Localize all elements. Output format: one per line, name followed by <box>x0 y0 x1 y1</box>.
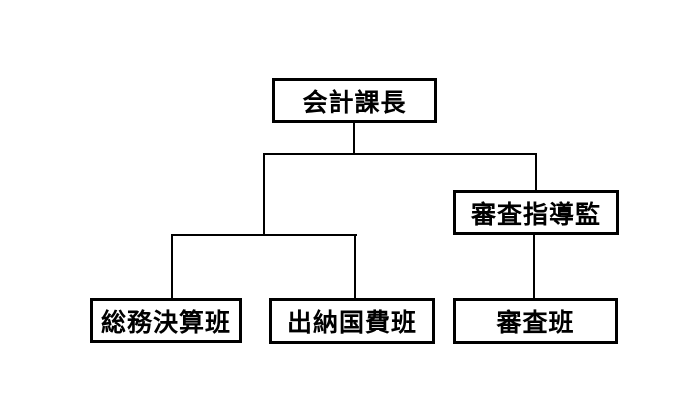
org-node-label: 会計課長 <box>302 88 407 117</box>
org-node-label: 審査班 <box>496 309 575 337</box>
org-node-label: 審査指導監 <box>470 200 601 229</box>
org-node-label: 総務決算班 <box>100 308 231 337</box>
connector-to-cashier-team <box>354 234 356 300</box>
org-node-shinsa-shidoukan: 審査指導監 <box>453 190 619 235</box>
org-node-label: 出納国費班 <box>286 309 417 337</box>
org-node-kaikei-kachou: 会計課長 <box>272 78 437 123</box>
connector-chief-down <box>353 121 355 155</box>
connector-to-examine-team <box>533 233 535 300</box>
connector-to-general-team <box>171 234 173 300</box>
connector-right-branch <box>535 153 537 191</box>
connector-level2-horizontal <box>171 234 357 236</box>
org-node-shinsa-han: 審査班 <box>453 298 618 344</box>
connector-level1-horizontal <box>263 153 537 155</box>
org-node-suitou-kokuhi-han: 出納国費班 <box>269 298 435 344</box>
org-node-soumu-kessan-han: 総務決算班 <box>90 298 242 343</box>
connector-left-branch <box>263 153 265 236</box>
